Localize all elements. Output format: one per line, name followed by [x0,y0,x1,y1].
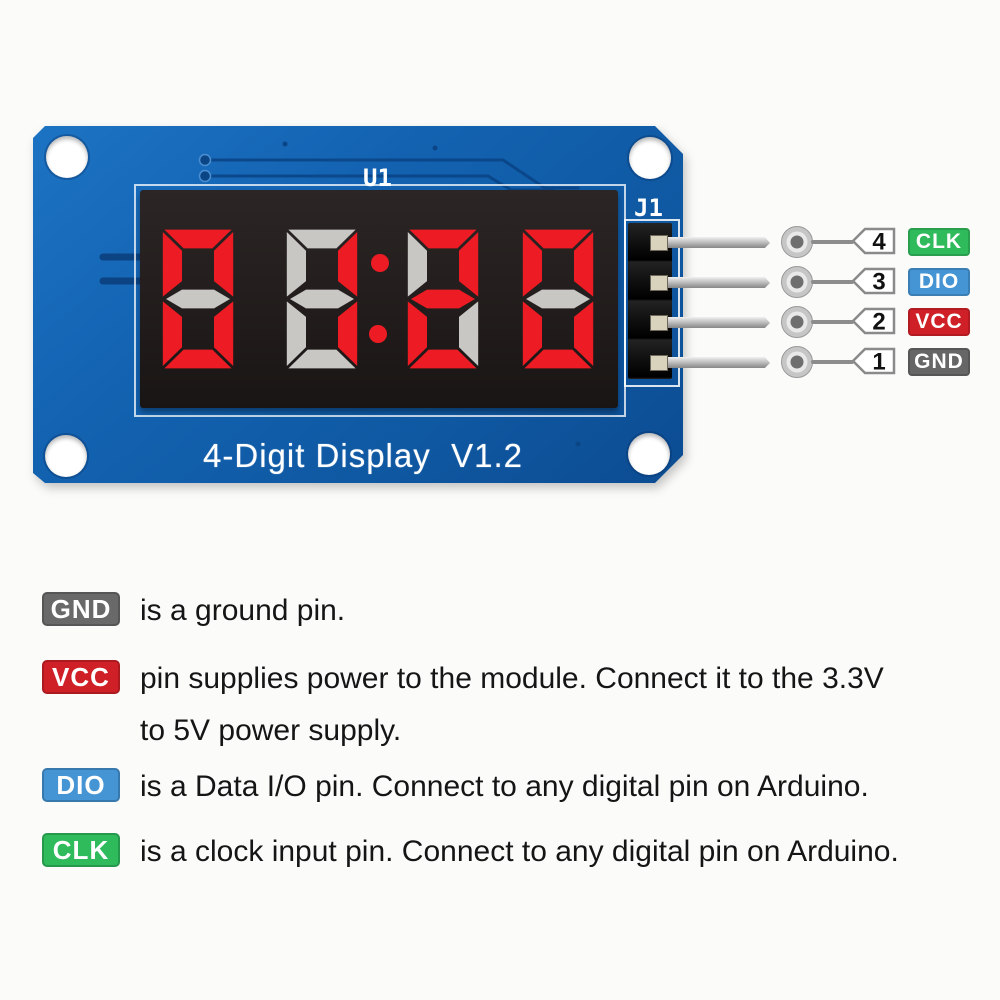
segment-c [574,301,594,366]
solder-pad [781,226,813,258]
mounting-hole-bottom-left [45,435,87,477]
segment-b [214,232,234,297]
digit-4 [522,229,594,369]
solder-pad [781,306,813,338]
header-pin-1 [668,357,770,368]
digit-1 [162,229,234,369]
segment-e [162,301,182,366]
pinout-row-clk: 4 CLK [781,226,1000,258]
mounting-hole-top-left [46,136,88,178]
colon-dot-bottom [369,325,387,343]
legend-text-dio: is a Data I/O pin. Connect to any digita… [140,770,869,803]
board-title: 4-Digit Display V1.2 [203,437,523,474]
segment-f [522,232,542,297]
segment-e [407,301,427,366]
legend-row-gnd: GND is a ground pin. [42,592,982,630]
pin-number: 2 [872,309,885,336]
segment-c [214,301,234,366]
pin-number-tag: 3 [851,267,896,296]
mounting-hole-bottom-right [628,433,670,475]
solder-pad [781,266,813,298]
pinout-row-vcc: 2 VCC [781,306,1000,338]
segment-d [288,349,356,369]
segment-d [409,349,477,369]
colon-dot-top [371,254,389,272]
pin-label-gnd: GND [908,348,970,376]
segment-f [407,232,427,297]
pin-number-tag: 2 [851,307,896,336]
segment-a [524,229,592,249]
segment-d [164,349,232,369]
pcb-module: U1 J1 4-Digit Display V1.2 [33,126,683,483]
pin-label-dio: DIO [908,268,970,296]
legend-text-vcc: pin supplies power to the module. Connec… [140,662,884,695]
silkscreen-j1-label: J1 [634,194,663,222]
segment-c [459,301,479,366]
pad-hole [790,355,804,369]
segment-g [166,289,230,309]
legend-row-dio: DIO is a Data I/O pin. Connect to any di… [42,768,982,806]
pin-number: 1 [872,349,885,376]
seven-segment-display [140,190,618,408]
pad-hole [790,315,804,329]
segment-g [411,289,475,309]
solder-pad [781,346,813,378]
pin-number: 3 [872,269,885,296]
callout-line [811,360,854,364]
legend-text-gnd: is a ground pin. [140,594,346,627]
segment-a [288,229,356,249]
segment-g [290,289,354,309]
segment-c [338,301,358,366]
header-pin-2 [668,317,770,328]
callout-line [811,320,854,324]
legend-row-clk: CLK is a clock input pin. Connect to any… [42,833,982,871]
callout-line [811,240,854,244]
pin-label-clk: CLK [908,228,970,256]
pad-hole [790,235,804,249]
legend-badge-gnd: GND [42,592,120,626]
pin-socket [650,275,668,291]
pin-label-vcc: VCC [908,308,970,336]
legend-badge-vcc: VCC [42,660,120,694]
segment-b [338,232,358,297]
digit-3 [407,229,479,369]
pin-socket [650,315,668,331]
segment-e [522,301,542,366]
pinout-row-gnd: 1 GND [781,346,1000,378]
segment-b [574,232,594,297]
legend-row-vcc: VCC pin supplies power to the module. Co… [42,660,982,698]
segment-a [164,229,232,249]
legend-text-clk: is a clock input pin. Connect to any dig… [140,835,899,868]
silkscreen-u1-label: U1 [363,164,392,192]
segment-e [286,301,306,366]
segment-f [162,232,182,297]
segment-f [286,232,306,297]
pin-socket [650,355,668,371]
digit-2 [286,229,358,369]
pin-socket [650,235,668,251]
legend-text-vcc-line2: to 5V power supply. [140,714,402,747]
pinout-row-dio: 3 DIO [781,266,1000,298]
pin-number: 4 [872,229,886,256]
connector-silkscreen-outline [624,219,680,387]
segment-d [524,349,592,369]
header-pin-3 [668,277,770,288]
segment-a [409,229,477,249]
segment-b [459,232,479,297]
segment-g [526,289,590,309]
pcb-board: U1 J1 4-Digit Display V1.2 [33,126,683,483]
header-pin-4 [668,237,770,248]
pin-number-tag: 4 [851,227,896,256]
legend-badge-clk: CLK [42,833,120,867]
legend-badge-dio: DIO [42,768,120,802]
mounting-hole-top-right [629,137,671,179]
callout-line [811,280,854,284]
pad-hole [790,275,804,289]
pin-number-tag: 1 [851,347,896,376]
